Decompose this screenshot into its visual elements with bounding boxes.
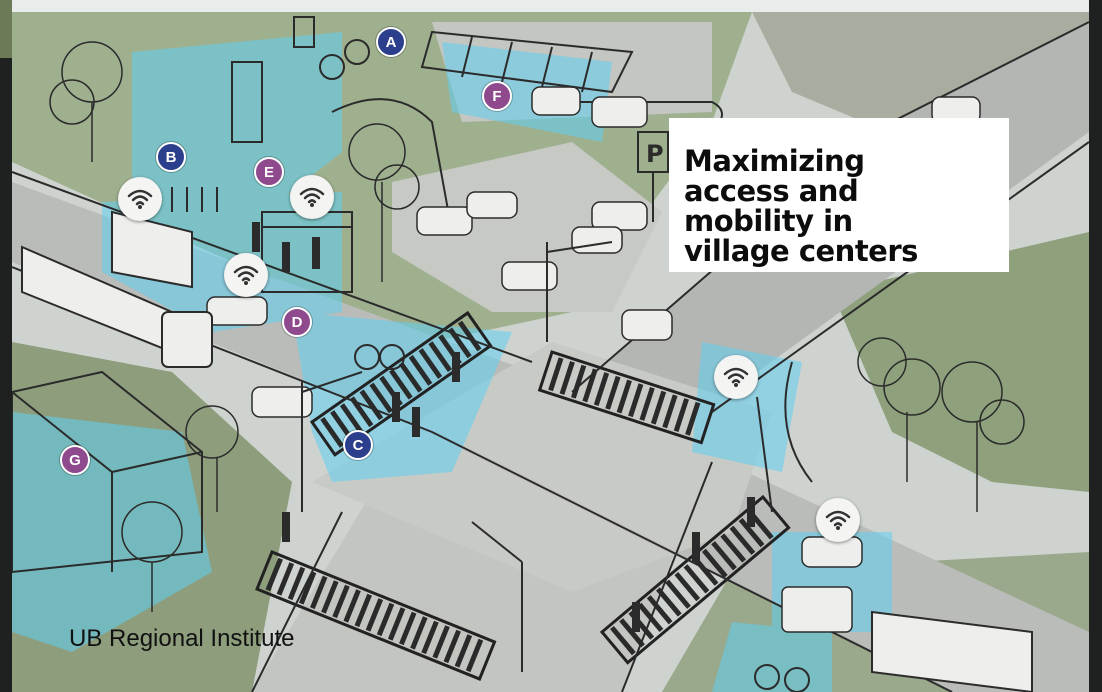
marker-g: G <box>60 445 90 475</box>
marker-e: E <box>254 157 284 187</box>
left-frame-strip <box>0 0 12 692</box>
marker-b: B <box>156 142 186 172</box>
street-sketch: P <box>12 12 1089 692</box>
marker-d: D <box>282 307 312 337</box>
wifi-icon <box>224 253 268 297</box>
wifi-icon <box>290 175 334 219</box>
right-frame-strip <box>1089 0 1102 692</box>
title-panel <box>669 118 1009 272</box>
page-title: Maximizing access and mobility in villag… <box>684 144 918 268</box>
parking-sign-icon: P <box>646 140 664 168</box>
left-photo-edge <box>0 0 12 58</box>
credit-text: UB Regional Institute <box>69 625 295 652</box>
wifi-icon <box>118 177 162 221</box>
marker-f: F <box>482 81 512 111</box>
wifi-icon <box>714 355 758 399</box>
wifi-icon <box>816 498 860 542</box>
marker-c: C <box>343 430 373 460</box>
marker-a: A <box>376 27 406 57</box>
top-frame-strip <box>12 0 1089 12</box>
village-center-illustration: P <box>12 12 1089 692</box>
